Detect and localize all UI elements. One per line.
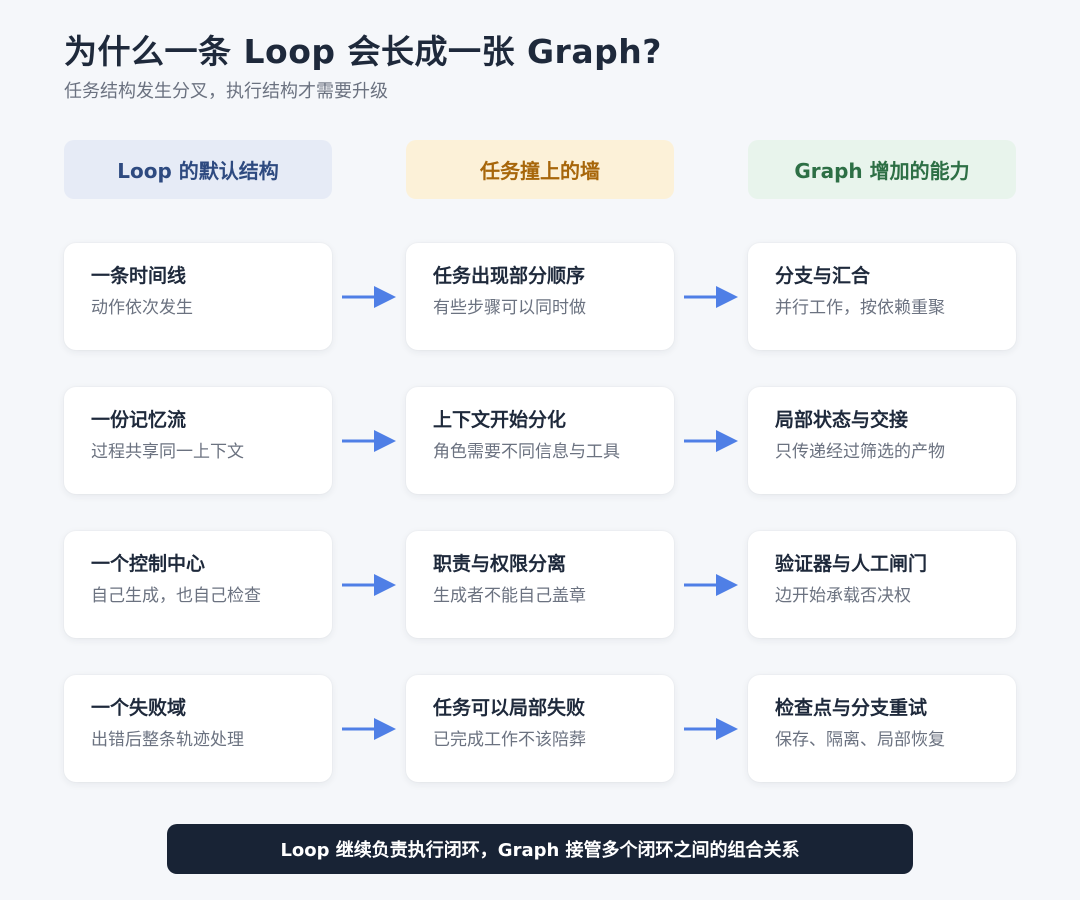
- card-description: 自己生成，也自己检查: [91, 586, 261, 606]
- card-graph-row-2: 局部状态与交接 只传递经过筛选的产物: [748, 387, 1016, 494]
- card-description: 保存、隔离、局部恢复: [775, 730, 945, 750]
- card-title: 验证器与人工闸门: [775, 553, 928, 575]
- card-title: 任务出现部分顺序: [433, 265, 586, 287]
- page-subtitle: 任务结构发生分叉，执行结构才需要升级: [64, 81, 388, 102]
- card-graph-row-1: 分支与汇合 并行工作，按依赖重聚: [748, 243, 1016, 350]
- column-header-loop-default: Loop 的默认结构: [64, 140, 332, 199]
- card-title: 一份记忆流: [91, 409, 187, 431]
- card-wall-row-3: 职责与权限分离 生成者不能自己盖章: [406, 531, 674, 638]
- card-title: 局部状态与交接: [775, 409, 909, 431]
- right-arrow-icon: [684, 286, 738, 308]
- right-arrow-icon: [684, 574, 738, 596]
- card-title: 分支与汇合: [775, 265, 871, 287]
- card-description: 动作依次发生: [91, 298, 193, 318]
- card-description: 已完成工作不该陪葬: [433, 730, 586, 750]
- right-arrow-icon: [684, 718, 738, 740]
- card-title: 任务可以局部失败: [433, 697, 586, 719]
- card-graph-row-3: 验证器与人工闸门 边开始承载否决权: [748, 531, 1016, 638]
- card-graph-row-4: 检查点与分支重试 保存、隔离、局部恢复: [748, 675, 1016, 782]
- card-loop-row-1: 一条时间线 动作依次发生: [64, 243, 332, 350]
- right-arrow-icon: [342, 574, 396, 596]
- card-description: 生成者不能自己盖章: [433, 586, 586, 606]
- card-wall-row-2: 上下文开始分化 角色需要不同信息与工具: [406, 387, 674, 494]
- card-wall-row-4: 任务可以局部失败 已完成工作不该陪葬: [406, 675, 674, 782]
- card-title: 一个失败域: [91, 697, 187, 719]
- page-title: 为什么一条 Loop 会长成一张 Graph?: [64, 32, 662, 71]
- card-description: 只传递经过筛选的产物: [775, 442, 945, 462]
- card-description: 有些步骤可以同时做: [433, 298, 586, 318]
- card-loop-row-2: 一份记忆流 过程共享同一上下文: [64, 387, 332, 494]
- right-arrow-icon: [342, 286, 396, 308]
- card-description: 角色需要不同信息与工具: [433, 442, 620, 462]
- card-wall-row-1: 任务出现部分顺序 有些步骤可以同时做: [406, 243, 674, 350]
- card-description: 并行工作，按依赖重聚: [775, 298, 945, 318]
- right-arrow-icon: [684, 430, 738, 452]
- right-arrow-icon: [342, 718, 396, 740]
- column-header-task-walls: 任务撞上的墙: [406, 140, 674, 199]
- column-header-graph-capabilities: Graph 增加的能力: [748, 140, 1016, 199]
- card-title: 一个控制中心: [91, 553, 206, 575]
- card-title: 上下文开始分化: [433, 409, 567, 431]
- card-loop-row-4: 一个失败域 出错后整条轨迹处理: [64, 675, 332, 782]
- card-description: 出错后整条轨迹处理: [91, 730, 244, 750]
- summary-banner: Loop 继续负责执行闭环，Graph 接管多个闭环之间的组合关系: [167, 824, 913, 874]
- card-title: 职责与权限分离: [433, 553, 567, 575]
- card-loop-row-3: 一个控制中心 自己生成，也自己检查: [64, 531, 332, 638]
- card-title: 一条时间线: [91, 265, 187, 287]
- card-description: 边开始承载否决权: [775, 586, 911, 606]
- right-arrow-icon: [342, 430, 396, 452]
- card-description: 过程共享同一上下文: [91, 442, 244, 462]
- card-title: 检查点与分支重试: [775, 697, 928, 719]
